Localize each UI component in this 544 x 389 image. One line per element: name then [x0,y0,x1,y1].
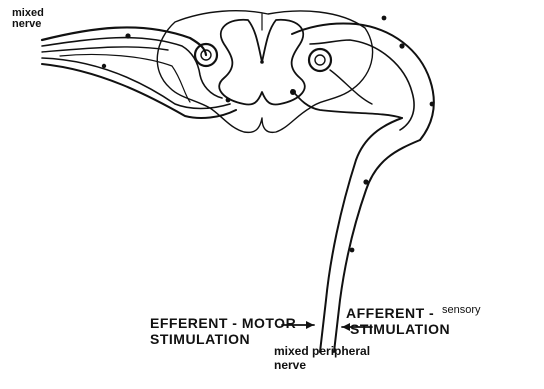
afferent-label-line2: STIMULATION [350,322,450,336]
right-ganglion [309,49,331,71]
fiber-dot [125,33,130,38]
afferent-arrowhead [342,323,350,331]
efferent-label-line2: STIMULATION [150,332,250,346]
right-motor-fiber [292,90,402,118]
left-nerve-lower [42,64,236,118]
fiber-dot [290,89,296,95]
left-nerve-mid-1 [42,47,168,52]
fiber-dot [102,64,106,68]
fiber-dot [399,43,404,48]
left-nerve-inner [60,54,190,102]
spinal-cord-outline [157,11,372,133]
left-nerve-upper-1 [42,27,206,55]
efferent-label-line1: EFFERENT - MOTOR [150,316,296,330]
fiber-dot [350,248,355,253]
fiber-dot [430,102,435,107]
mixed-nerve-top-label: mixed nerve [12,8,44,30]
fiber-dot [363,179,368,184]
efferent-arrowhead [306,321,314,329]
fiber-dot [226,98,231,103]
mixed-peripheral-label-line1: mixed peripheral [274,345,370,357]
afferent-label-line1: AFFERENT - [346,306,434,320]
central-canal [260,60,264,64]
right-ganglion-nucleus [315,55,325,65]
fiber-dot [382,16,387,21]
afferent-sensory-label: sensory [442,305,481,316]
mixed-peripheral-label-line2: nerve [274,359,306,371]
right-sensory-fiber-top [292,23,434,140]
